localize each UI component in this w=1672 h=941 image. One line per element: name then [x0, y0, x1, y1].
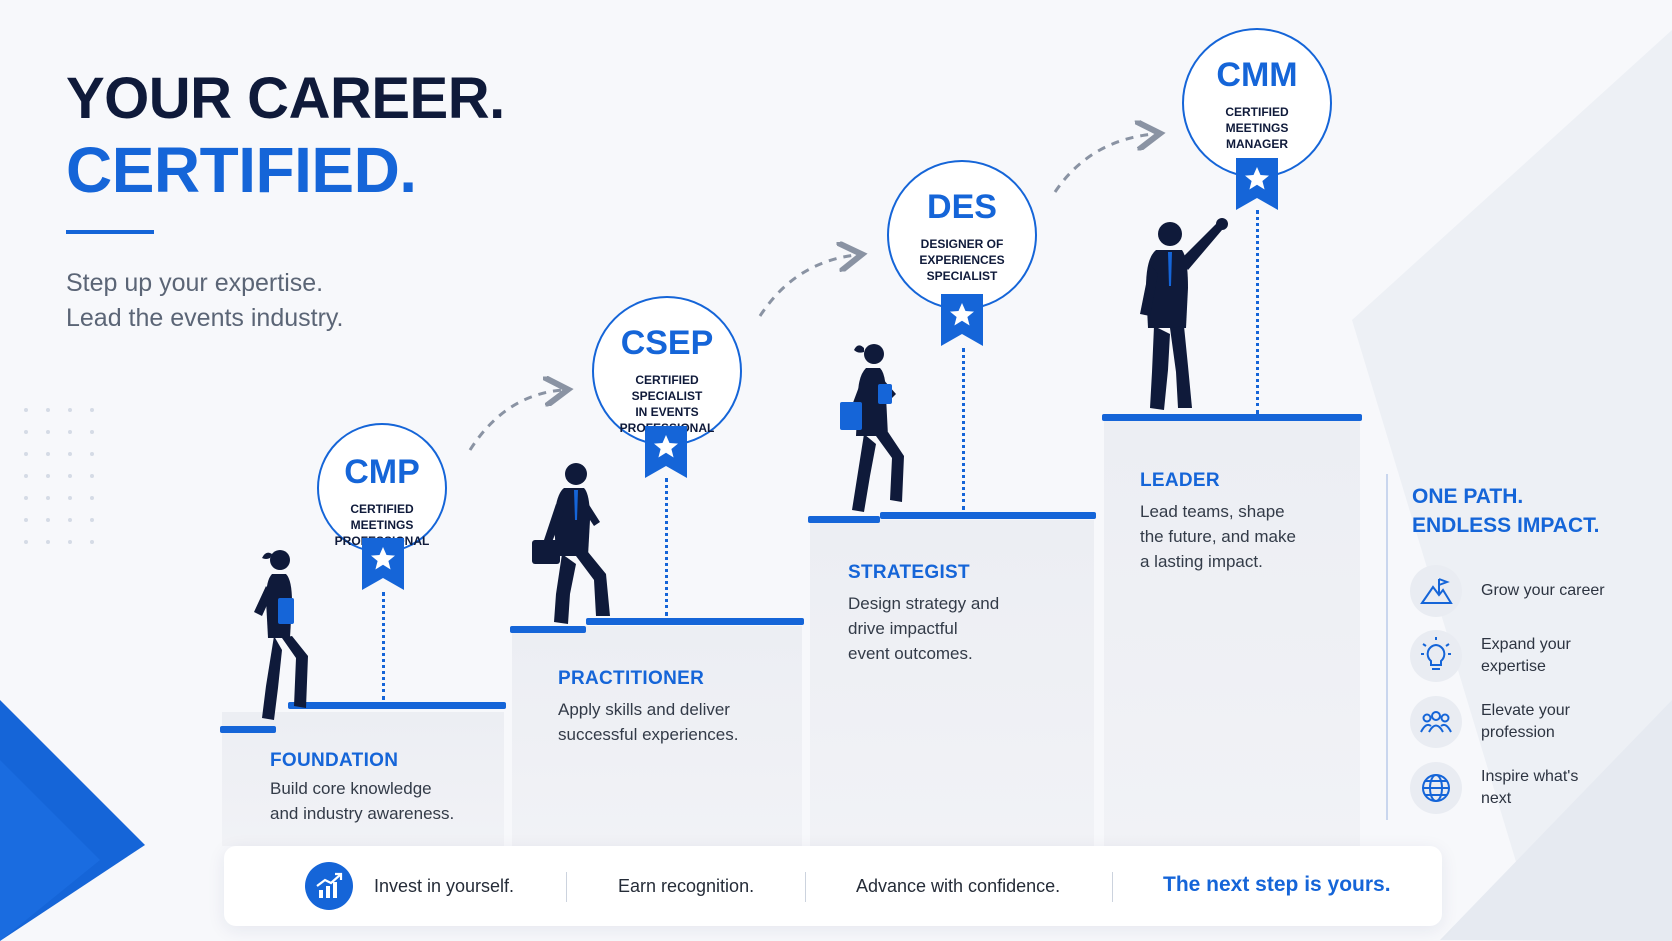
connector-line-des	[962, 348, 965, 510]
step-desc-line: successful experiences.	[558, 725, 739, 744]
people-group-icon	[1410, 696, 1462, 748]
tagline-cta: The next step is yours.	[1163, 873, 1391, 896]
step-box-foundation	[222, 712, 504, 846]
benefit-line: expertise	[1481, 658, 1546, 675]
step-tread-practitioner-small	[510, 626, 586, 633]
badge-name-line: IN EVENTS	[635, 405, 699, 419]
arrow-cmp-to-csep	[468, 390, 562, 451]
headline-line2: CERTIFIED.	[66, 134, 417, 206]
step-text-practitioner: PRACTITIONER Apply skills and deliver su…	[558, 668, 738, 747]
connector-line-csep	[665, 478, 668, 616]
step-text-foundation: FOUNDATION Build core knowledge and indu…	[270, 750, 454, 826]
benefit-line: Grow your career	[1481, 582, 1605, 599]
benefit-elevate-profession: Elevate your profession	[1481, 700, 1570, 744]
benefit-line: Expand your	[1481, 636, 1571, 653]
step-desc-line: Build core knowledge	[270, 779, 432, 798]
badge-csep: CSEP CERTIFIED SPECIALIST IN EVENTS PROF…	[592, 296, 742, 446]
star-ribbon-icon	[362, 538, 404, 590]
bottom-tagline-bar	[224, 846, 1442, 926]
step-text-leader: LEADER Lead teams, shape the future, and…	[1140, 470, 1296, 574]
badge-name-line: CERTIFIED MEETINGS	[350, 502, 414, 532]
badge-des: DES DESIGNER OF EXPERIENCES SPECIALIST	[887, 160, 1037, 310]
subheadline: Step up your expertise. Lead the events …	[66, 266, 344, 336]
badge-name-line: MANAGER	[1226, 137, 1288, 151]
step-box-strategist	[810, 520, 1094, 846]
step-desc-line: Apply skills and deliver	[558, 700, 730, 719]
step-desc-line: Lead teams, shape	[1140, 502, 1285, 521]
step-tread-practitioner	[586, 618, 804, 625]
step-text-strategist: STRATEGIST Design strategy and drive imp…	[848, 562, 999, 666]
connector-line-cmp	[382, 592, 385, 700]
panel-title-line2: ENDLESS IMPACT.	[1412, 514, 1600, 537]
step-title: LEADER	[1140, 470, 1220, 491]
tagline-separator	[566, 872, 567, 902]
man-climbing-silhouette	[532, 463, 610, 624]
step-tread-strategist	[880, 512, 1096, 519]
badge-code: DES	[927, 188, 997, 226]
arrow-des-to-cmm	[1053, 134, 1154, 193]
benefit-line: profession	[1481, 724, 1555, 741]
step-desc-line: the future, and make	[1140, 527, 1296, 546]
step-box-leader	[1104, 420, 1360, 846]
badge-name-line: DESIGNER OF	[920, 237, 1004, 251]
panel-title-line1: ONE PATH.	[1412, 485, 1524, 508]
panel-title: ONE PATH. ENDLESS IMPACT.	[1412, 482, 1599, 540]
arrow-csep-to-des	[758, 255, 856, 317]
tagline-separator	[1112, 872, 1113, 902]
tagline-separator	[805, 872, 806, 902]
subheadline-line1: Step up your expertise.	[66, 269, 324, 297]
badge-name-line: SPECIALIST	[926, 269, 998, 283]
benefit-grow-career: Grow your career	[1481, 580, 1605, 602]
woman-climbing-silhouette	[840, 344, 904, 512]
badge-name-line: CERTIFIED SPECIALIST	[631, 373, 703, 403]
step-title: PRACTITIONER	[558, 668, 705, 689]
benefit-inspire-next: Inspire what's next	[1481, 766, 1578, 810]
step-tread-leader	[1102, 414, 1362, 421]
step-box-practitioner	[512, 626, 802, 846]
badge-cmm: CMM CERTIFIED MEETINGS MANAGER	[1182, 28, 1332, 178]
badge-name-line: CERTIFIED MEETINGS	[1225, 105, 1289, 135]
mountain-flag-icon	[1410, 565, 1462, 617]
badge-code: CMP	[344, 453, 420, 491]
star-ribbon-icon	[1236, 158, 1278, 210]
headline-divider	[66, 230, 154, 234]
subheadline-line2: Lead the events industry.	[66, 304, 344, 332]
benefit-line: next	[1481, 790, 1512, 807]
step-title: STRATEGIST	[848, 562, 970, 583]
star-ribbon-icon	[645, 426, 687, 478]
step-tread-strategist-small	[808, 516, 880, 523]
growth-chart-icon	[305, 862, 353, 910]
star-ribbon-icon	[941, 294, 983, 346]
tagline-confidence: Advance with confidence.	[856, 876, 1061, 896]
step-tread-foundation-small	[220, 726, 276, 733]
badge-cmp: CMP CERTIFIED MEETINGS PROFESSIONAL	[317, 423, 447, 553]
step-desc-line: drive impactful	[848, 619, 958, 638]
step-desc-line: a lasting impact.	[1140, 552, 1263, 571]
step-title: FOUNDATION	[270, 750, 399, 771]
lightbulb-icon	[1410, 630, 1462, 682]
step-desc-line: and industry awareness.	[270, 804, 455, 823]
badge-code: CSEP	[620, 324, 714, 362]
step-desc-line: event outcomes.	[848, 644, 973, 663]
woman-climbing-silhouette	[254, 550, 308, 720]
globe-icon	[1410, 762, 1462, 814]
step-desc-line: Design strategy and	[848, 594, 1000, 613]
badge-code: CMM	[1216, 56, 1298, 94]
dot-grid-decoration	[24, 408, 94, 544]
benefit-line: Inspire what's	[1481, 768, 1579, 785]
panel-divider	[1386, 474, 1388, 820]
man-reaching-silhouette	[1140, 218, 1228, 410]
benefit-expand-expertise: Expand your expertise	[1481, 634, 1571, 678]
benefit-line: Elevate your	[1481, 702, 1570, 719]
headline-line1: YOUR CAREER.	[66, 66, 505, 131]
connector-line-cmm	[1256, 210, 1259, 414]
badge-name-line: EXPERIENCES	[919, 253, 1005, 267]
tagline-recognition: Earn recognition.	[618, 876, 755, 896]
tagline-invest: Invest in yourself.	[374, 876, 515, 896]
step-tread-foundation	[288, 702, 506, 709]
